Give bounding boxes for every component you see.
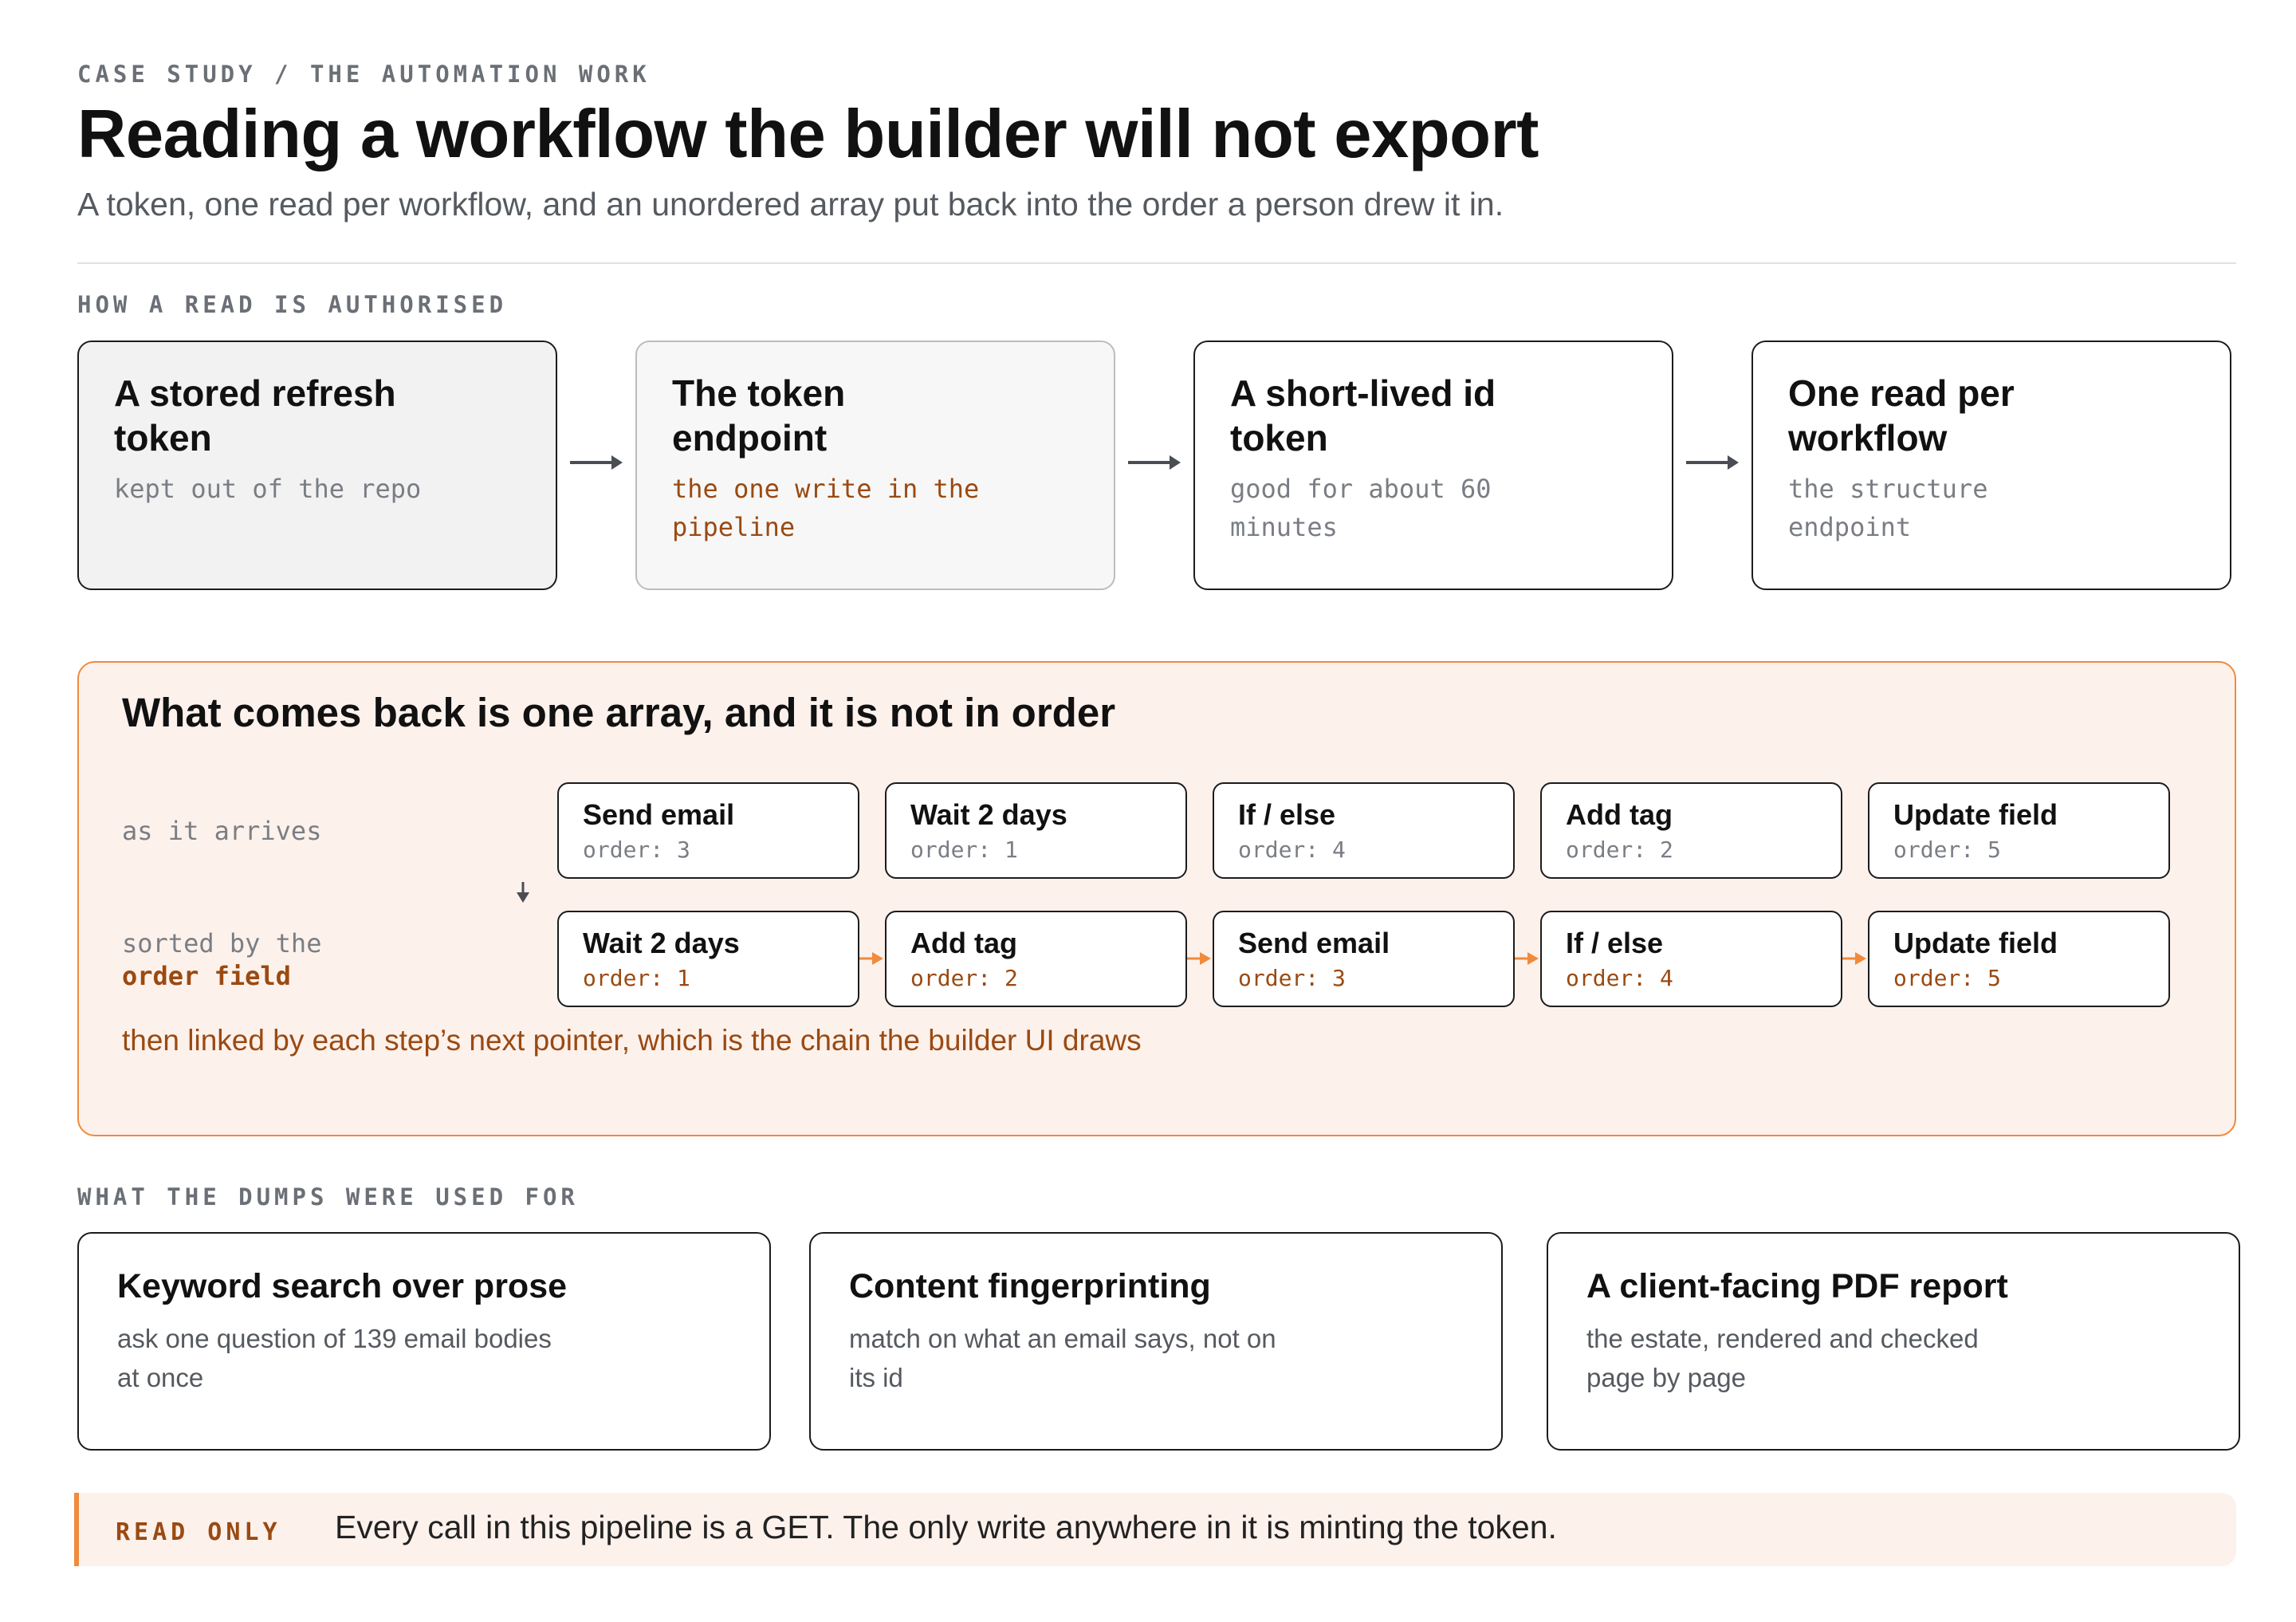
auth-step-read: One read per workflow the structure endp… [1751,341,2231,590]
step-name: Update field [1893,927,2058,959]
step-arrives: If / else order: 4 [1213,782,1515,879]
read-only-callout [74,1493,2236,1566]
use-card-title: Content fingerprinting [849,1267,1211,1305]
step-order: order: 5 [1893,965,2001,991]
breadcrumb: CASE STUDY / THE AUTOMATION WORK [77,61,651,88]
auth-step-title: A short-lived id token [1230,372,1496,459]
use-card-sub: ask one question of 139 email bodies at … [117,1324,552,1392]
auth-step-sub: good for about 60 minutes [1230,474,1492,542]
step-order: order: 3 [1238,965,1346,991]
step-order: order: 2 [910,965,1018,991]
link-arrow-icon [1515,952,1539,965]
divider [77,262,2236,264]
step-arrives: Wait 2 days order: 1 [885,782,1187,879]
step-order: order: 3 [583,837,690,863]
arrow-right-icon [1686,455,1739,470]
auth-step-id-token: A short-lived id token good for about 60… [1193,341,1673,590]
step-order: order: 1 [583,965,690,991]
auth-step-token-endpoint: The token endpoint the one write in the … [635,341,1115,590]
callout-tag: READ ONLY [116,1518,281,1546]
auth-step-sub: the structure endpoint [1788,474,1988,542]
page-subtitle: A token, one read per workflow, and an u… [77,186,1504,222]
arrow-down-icon [517,882,529,903]
use-card-sub: match on what an email says, not on its … [849,1324,1276,1392]
step-name: Add tag [1566,798,1673,831]
step-name: Add tag [910,927,1017,959]
use-card-keyword-search: Keyword search over prose ask one questi… [77,1232,771,1451]
row-label-sorted: sorted by the order field [122,927,321,993]
step-name: Send email [1238,927,1390,959]
step-sorted: Send email order: 3 [1213,911,1515,1007]
step-arrives: Update field order: 5 [1868,782,2170,879]
link-arrow-icon [1187,952,1211,965]
array-panel-title: What comes back is one array, and it is … [122,690,1116,735]
step-arrives: Send email order: 3 [557,782,859,879]
auth-step-title: One read per workflow [1788,372,2015,459]
use-card-title: A client-facing PDF report [1586,1267,2008,1305]
array-panel [77,661,2236,1136]
step-sorted: Update field order: 5 [1868,911,2170,1007]
step-name: If / else [1238,798,1336,831]
step-order: order: 5 [1893,837,2001,863]
link-arrow-icon [859,952,883,965]
arrow-right-icon [570,455,623,470]
auth-step-sub: kept out of the repo [114,474,422,504]
use-card-title: Keyword search over prose [117,1267,568,1305]
step-name: Update field [1893,798,2058,831]
use-card-sub: the estate, rendered and checked page by… [1586,1324,1979,1392]
section-label-uses: WHAT THE DUMPS WERE USED FOR [77,1183,579,1211]
arrow-right-icon [1128,455,1181,470]
step-order: order: 4 [1566,965,1673,991]
step-order: order: 1 [910,837,1018,863]
step-name: Wait 2 days [583,927,740,959]
use-card-fingerprinting: Content fingerprinting match on what an … [809,1232,1503,1451]
step-name: Wait 2 days [910,798,1067,831]
section-label-auth: HOW A READ IS AUTHORISED [77,291,508,318]
auth-step-refresh-token: A stored refresh token kept out of the r… [77,341,557,590]
auth-step-title: A stored refresh token [114,372,396,459]
page-title: Reading a workflow the builder will not … [77,96,1539,172]
link-arrow-icon [1842,952,1866,965]
step-sorted: Add tag order: 2 [885,911,1187,1007]
auth-step-sub: the one write in the pipeline [672,474,980,542]
step-name: Send email [583,798,735,831]
auth-step-title: The token endpoint [672,372,846,459]
step-order: order: 2 [1566,837,1673,863]
callout-text: Every call in this pipeline is a GET. Th… [335,1509,1557,1545]
step-arrives: Add tag order: 2 [1540,782,1842,879]
use-card-pdf-report: A client-facing PDF report the estate, r… [1547,1232,2240,1451]
row-label-sorted-field: order field [122,961,291,991]
step-sorted: If / else order: 4 [1540,911,1842,1007]
step-name: If / else [1566,927,1664,959]
step-order: order: 4 [1238,837,1346,863]
step-sorted: Wait 2 days order: 1 [557,911,859,1007]
array-panel-note: then linked by each step’s next pointer,… [122,1024,1142,1057]
row-label-arrives: as it arrives [122,816,322,846]
row-label-sorted-prefix: sorted by the [122,928,322,959]
